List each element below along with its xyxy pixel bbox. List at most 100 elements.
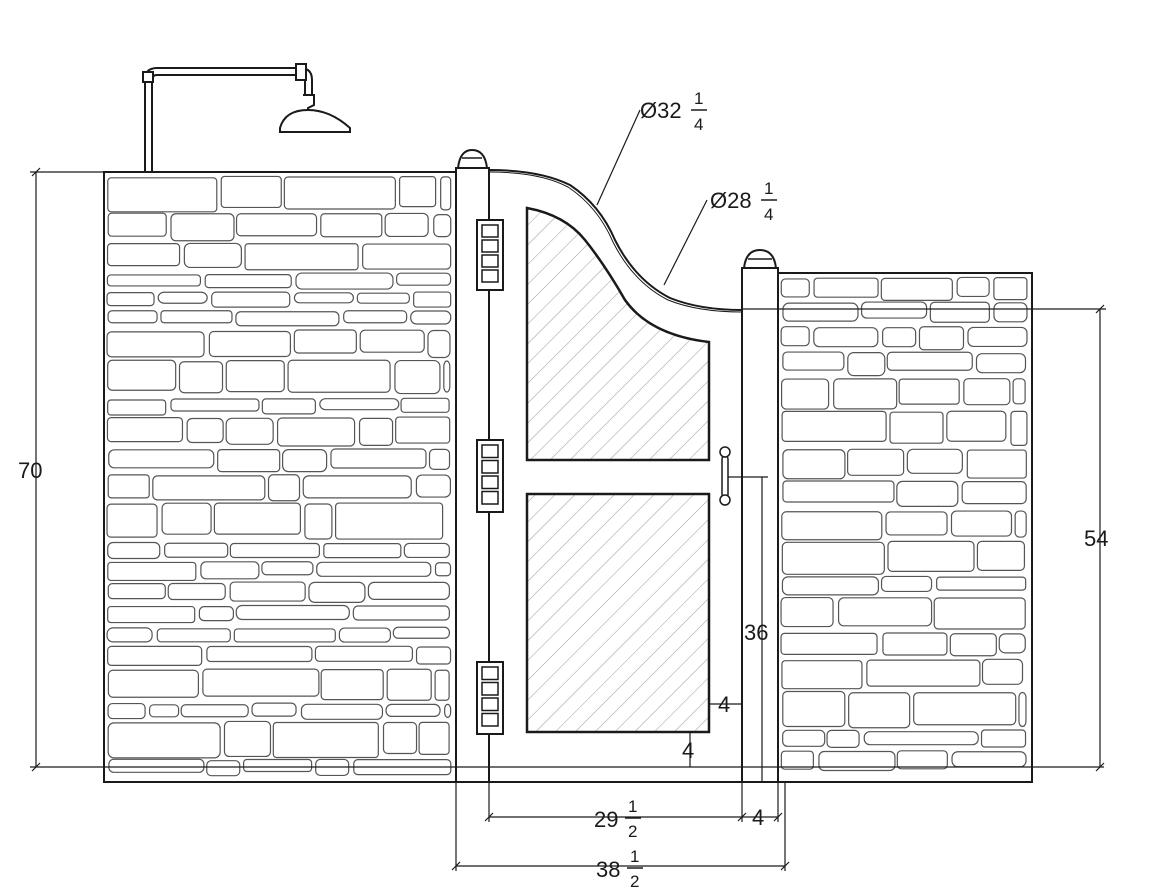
stone bbox=[213, 502, 301, 535]
dim-panel-gap-side: 4 bbox=[718, 692, 730, 717]
stone bbox=[293, 329, 357, 354]
stone bbox=[235, 604, 350, 621]
stone bbox=[267, 474, 301, 502]
stone bbox=[415, 646, 452, 665]
stone bbox=[403, 542, 450, 559]
stone bbox=[880, 575, 933, 593]
stone bbox=[780, 378, 830, 410]
stone bbox=[323, 543, 402, 559]
post-cap-icon bbox=[742, 248, 778, 269]
stone bbox=[107, 177, 218, 213]
stone bbox=[106, 331, 205, 358]
stone bbox=[782, 449, 846, 480]
stone bbox=[933, 597, 1026, 630]
stone bbox=[980, 729, 1027, 748]
stone bbox=[1018, 691, 1027, 728]
stone bbox=[975, 353, 1027, 374]
stone bbox=[107, 212, 167, 237]
stone bbox=[898, 378, 960, 405]
stone bbox=[302, 475, 412, 499]
svg-text:4: 4 bbox=[764, 205, 773, 224]
stone bbox=[108, 449, 215, 469]
stone bbox=[356, 292, 410, 304]
stone bbox=[251, 702, 297, 717]
stone bbox=[106, 503, 158, 538]
stone bbox=[781, 660, 863, 690]
stone bbox=[950, 510, 1013, 537]
stone bbox=[781, 511, 883, 541]
stone bbox=[164, 542, 229, 558]
stone bbox=[235, 213, 318, 237]
svg-text:29: 29 bbox=[594, 807, 618, 832]
stone bbox=[206, 645, 313, 663]
stone bbox=[107, 645, 203, 666]
stone bbox=[949, 633, 997, 657]
stone bbox=[847, 448, 905, 476]
stone bbox=[896, 750, 948, 770]
svg-text:4: 4 bbox=[694, 115, 703, 134]
stone bbox=[434, 669, 450, 701]
svg-text:2: 2 bbox=[628, 822, 637, 841]
svg-text:Ø28: Ø28 bbox=[710, 188, 752, 213]
dimension-lines bbox=[30, 109, 1106, 871]
svg-text:2: 2 bbox=[630, 872, 639, 891]
stone bbox=[283, 176, 396, 210]
stone bbox=[966, 449, 1027, 479]
stone bbox=[180, 704, 249, 718]
stone bbox=[963, 378, 1011, 406]
stone bbox=[394, 359, 441, 395]
stone bbox=[220, 175, 282, 209]
dim-inner-radius: Ø28 1 4 bbox=[710, 179, 777, 224]
svg-text:38: 38 bbox=[596, 857, 620, 882]
stone bbox=[826, 729, 860, 749]
upper-gate-panel bbox=[525, 206, 711, 462]
stone bbox=[413, 291, 452, 308]
stone bbox=[428, 448, 451, 470]
stone bbox=[780, 750, 814, 770]
hinges bbox=[476, 219, 504, 735]
stone bbox=[320, 669, 384, 701]
stone bbox=[198, 606, 234, 622]
stone bbox=[107, 541, 161, 560]
stone bbox=[936, 576, 1027, 591]
stone bbox=[1014, 510, 1027, 538]
svg-text:1: 1 bbox=[764, 179, 773, 198]
stone bbox=[427, 329, 451, 359]
stone bbox=[343, 310, 408, 324]
stone bbox=[358, 417, 394, 446]
stone bbox=[186, 417, 224, 444]
stone bbox=[287, 359, 391, 393]
stone bbox=[107, 399, 167, 416]
stone bbox=[860, 301, 928, 319]
dim-right-wall-height: 54 bbox=[1084, 526, 1108, 551]
stone bbox=[433, 214, 452, 238]
stone bbox=[367, 581, 450, 600]
stone bbox=[170, 213, 235, 242]
stone bbox=[338, 627, 392, 643]
shower-head-icon bbox=[142, 63, 351, 172]
stone bbox=[107, 561, 197, 582]
stone bbox=[243, 758, 313, 773]
stone bbox=[107, 722, 221, 759]
hinge-icon bbox=[476, 439, 504, 513]
dim-post-width: 4 bbox=[752, 805, 764, 830]
stone bbox=[929, 301, 990, 323]
stone bbox=[107, 474, 150, 499]
dim-latch-height: 36 bbox=[744, 620, 768, 645]
stone bbox=[967, 326, 1028, 348]
latch-post bbox=[741, 248, 779, 783]
stone bbox=[107, 669, 199, 698]
stone bbox=[235, 311, 340, 327]
stone bbox=[362, 243, 452, 270]
stone bbox=[906, 448, 963, 474]
dim-outer-radius: Ø32 1 4 bbox=[640, 89, 707, 134]
stone bbox=[781, 541, 885, 575]
stone bbox=[208, 330, 292, 358]
stone bbox=[885, 511, 948, 536]
stone bbox=[956, 276, 990, 298]
stone bbox=[998, 633, 1026, 654]
stone bbox=[308, 581, 366, 603]
stone bbox=[261, 561, 314, 576]
stone bbox=[382, 721, 418, 755]
stone bbox=[223, 720, 272, 758]
